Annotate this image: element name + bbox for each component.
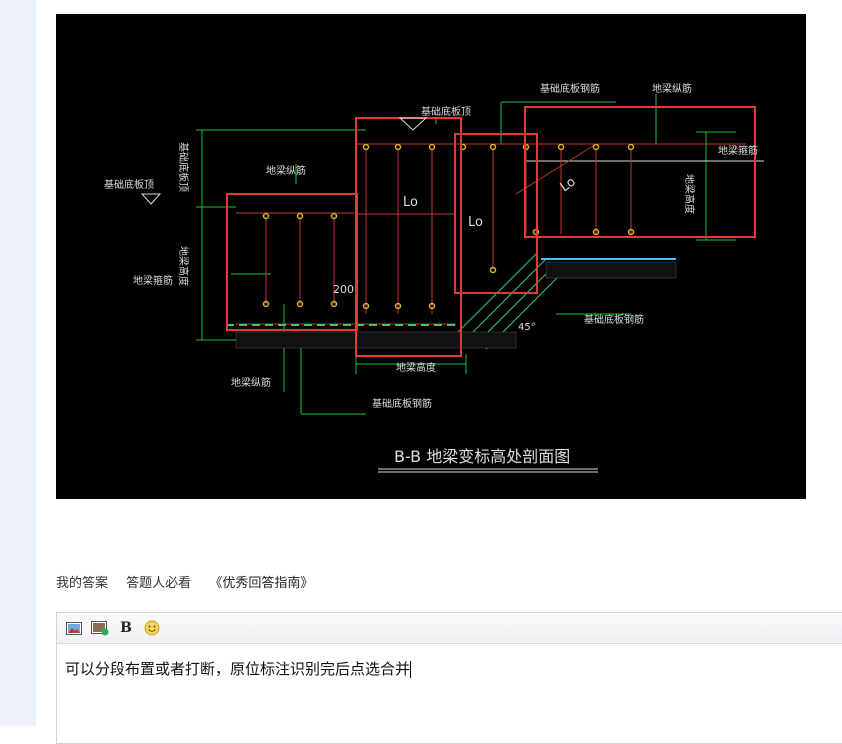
my-answer-label: 我的答案 (56, 576, 109, 591)
label-lo-1: Lo (403, 195, 418, 210)
label-right-beam-stirrup: 地梁箍筋 (718, 144, 758, 157)
answer-guide-link[interactable]: 《优秀回答指南》 (209, 576, 314, 591)
text-caret (410, 661, 412, 678)
label-top-found-rebar: 基础底板钢筋 (540, 82, 600, 95)
editor-text: 可以分段布置或者打断，原位标注识别完后点选合并 (65, 660, 411, 678)
image-icon (66, 621, 82, 635)
label-found-top-face: 基础底板顶 (421, 105, 471, 118)
label-lo-2: Lo (468, 215, 483, 230)
label-bottom-beam-long: 地梁纵筋 (231, 376, 271, 389)
label-bottom-found-rebar: 基础底板钢筋 (372, 397, 432, 410)
label-beam-stirrup: 地梁箍筋 (133, 274, 173, 287)
label-angle: 45° (518, 322, 536, 333)
editor-toolbar: B (57, 613, 842, 644)
cad-drawing-image: 基础底板钢筋 地梁纵筋 基础底板顶 基础底板顶 地梁纵筋 地梁箍筋 地梁箍筋 基… (56, 14, 806, 499)
editor-content[interactable]: 可以分段布置或者打断，原位标注识别完后点选合并 (57, 644, 842, 693)
answer-bar: 我的答案 答题人必看 《优秀回答指南》 (56, 572, 327, 591)
label-beam-width: 地梁高度 (396, 361, 436, 374)
label-dim-200: 200 (333, 283, 354, 296)
drawing-title: B-B 地梁变标高处剖面图 (394, 447, 570, 466)
label-right-height: 地梁高度 (683, 174, 696, 214)
upload-image-button[interactable] (91, 619, 109, 637)
emoji-button[interactable] (143, 619, 161, 637)
label-left-found-elev: 基础底板顶 (177, 142, 190, 192)
smiley-icon (144, 620, 160, 636)
upload-image-icon (91, 621, 109, 636)
insert-image-button[interactable] (65, 619, 83, 637)
label-right-found-rebar: 基础底板钢筋 (584, 313, 644, 326)
label-beam-long-upper: 地梁纵筋 (266, 164, 306, 177)
label-lo-3: Lo (558, 174, 579, 195)
label-left-found-bottom: 基础底板顶 (104, 178, 154, 191)
label-top-beam-long: 地梁纵筋 (652, 82, 692, 95)
must-read-label: 答题人必看 (126, 576, 192, 591)
left-rail (0, 0, 36, 726)
bold-button[interactable]: B (120, 620, 132, 636)
label-beam-height: 地梁高度 (177, 246, 190, 286)
answer-editor: B 可以分段布置或者打断，原位标注识别完后点选合并 (56, 612, 842, 744)
